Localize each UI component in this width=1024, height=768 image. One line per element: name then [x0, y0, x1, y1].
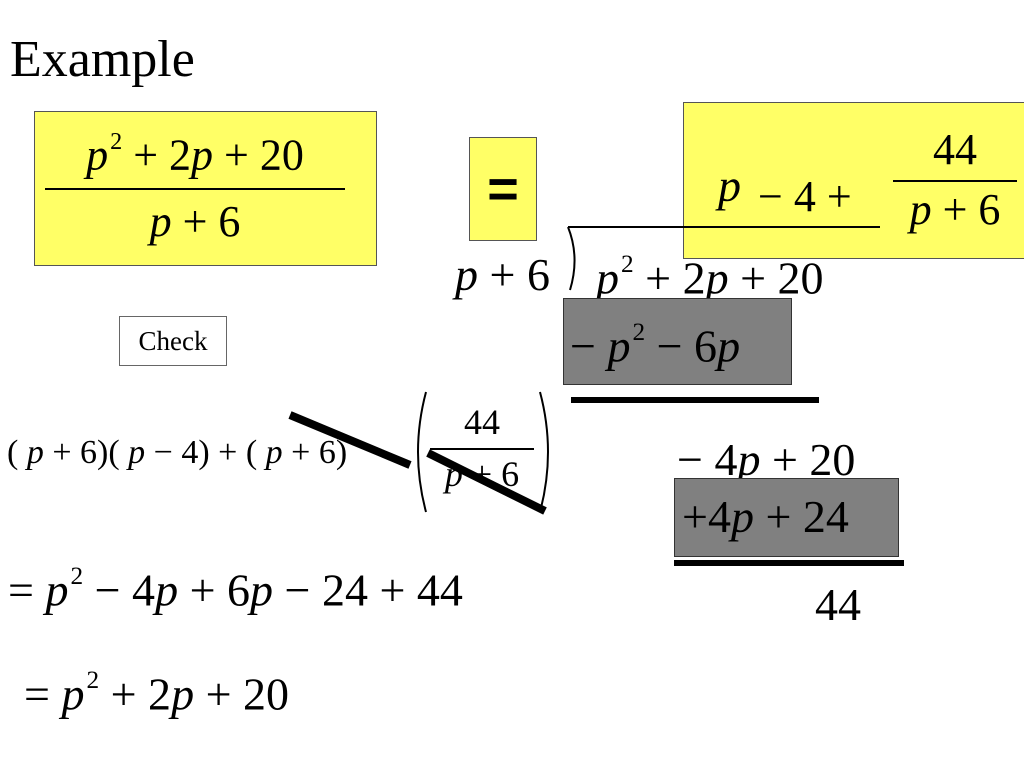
first-subtraction: − p2 − 6p	[570, 318, 741, 372]
equals-sign: =	[487, 159, 519, 219]
check-parentheses	[417, 391, 549, 513]
fraction-bar	[45, 187, 345, 190]
second-subtraction: +4p + 24	[682, 491, 849, 542]
problem-fraction-box: p2 + 2p + 20 p + 6	[34, 111, 377, 266]
subtraction-rule-2	[674, 560, 904, 566]
subtraction-rule-1	[571, 397, 819, 403]
dividend: p2 + 2p + 20	[596, 250, 824, 304]
problem-denominator: p + 6	[149, 196, 241, 246]
first-subtraction-box	[563, 298, 792, 385]
fraction-bar	[430, 448, 534, 450]
problem-fraction: p2 + 2p + 20 p + 6	[45, 128, 345, 246]
equals-box: =	[469, 137, 537, 241]
quotient-p: p	[718, 160, 741, 211]
cancel-strikes	[288, 411, 547, 515]
final-remainder: 44	[815, 579, 861, 630]
check-line-2: = p2 − 4p + 6p − 24 + 44	[8, 562, 463, 616]
fraction-bar	[893, 180, 1017, 182]
quotient-remainder-fraction: 44 p + 6	[893, 128, 1017, 232]
check-button[interactable]: Check	[119, 316, 227, 366]
divisor: p + 6	[455, 249, 550, 300]
check-line-1: ( p + 6)( p − 4) + ( p + 6)	[7, 434, 348, 471]
first-remainder: − 4p + 20	[677, 434, 856, 485]
division-bracket	[567, 226, 880, 291]
second-subtraction-box	[674, 478, 899, 557]
quotient-minus-four: − 4 +	[758, 172, 852, 221]
page-title: Example	[10, 31, 195, 88]
problem-numerator: p2 + 2p + 20	[86, 128, 304, 180]
check-line-3: = p2 + 2p + 20	[24, 666, 290, 720]
